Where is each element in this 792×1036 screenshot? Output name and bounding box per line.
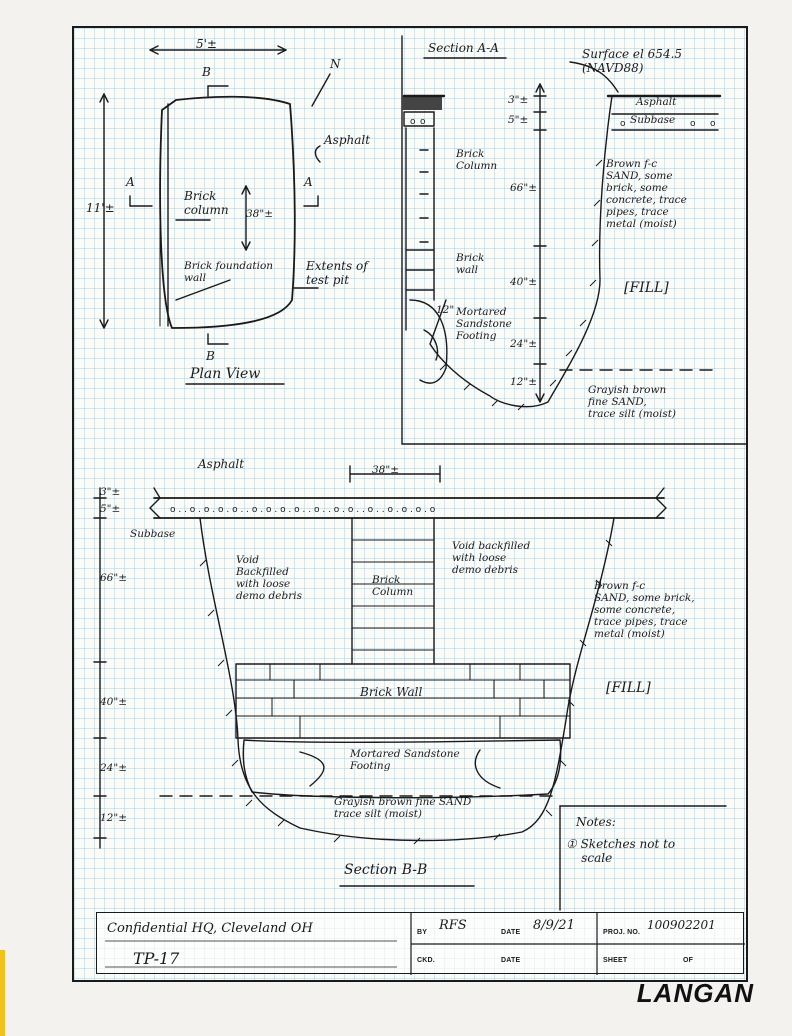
plan-length-dim: 11'± — [86, 201, 115, 215]
bb-brick-wall-label: Brick Wall — [360, 685, 423, 699]
plan-foundation-wall-label: Brick foundation wall — [184, 260, 274, 285]
bb-asphalt-label: Asphalt — [198, 457, 245, 471]
bb-void-left-label: Void Backfilled with loose demo debris — [236, 554, 302, 603]
aa-brick-column-label: Brick Column — [456, 148, 498, 173]
bb-subbase-label: Subbase — [130, 528, 176, 540]
aa-dim-3: 3"± — [508, 94, 529, 106]
bb-dim-12: 12"± — [100, 812, 127, 824]
by-value: RFS — [439, 918, 467, 933]
bb-footing-label: Mortared Sandstone Footing — [350, 748, 460, 773]
section-aa-title: Section A-A — [428, 41, 499, 55]
bb-dim-24: 24"± — [100, 762, 127, 774]
project-name: Confidential HQ, Cleveland OH — [107, 921, 313, 936]
checked-date-label: DATE — [501, 957, 521, 964]
aa-fill-description: Brown f-c SAND, some brick, some concret… — [606, 158, 687, 231]
svg-text:o: o — [710, 119, 716, 129]
bb-dim-5: 5"± — [100, 503, 121, 515]
bb-fill-description: Brown f-c SAND, some brick, some concret… — [594, 580, 695, 641]
section-a-marker-left: A — [126, 175, 135, 189]
svg-text:o: o — [690, 119, 696, 129]
title-block: Confidential HQ, Cleveland OH TP-17 BY R… — [96, 912, 745, 975]
plan-asphalt-label: Asphalt — [324, 133, 371, 147]
section-b-marker-bottom: B — [206, 349, 215, 363]
bb-dim-3: 3"± — [100, 486, 121, 498]
section-bb-title: Section B-B — [344, 862, 428, 878]
notes-title: Notes: — [576, 815, 616, 829]
project-number-value: 100902201 — [647, 918, 716, 932]
plan-view-title: Plan View — [190, 366, 261, 382]
project-number-label: PROJ. NO. — [603, 929, 641, 936]
aa-fill-tag: [FILL] — [624, 280, 669, 296]
bb-fill-tag: [FILL] — [606, 680, 651, 696]
date-label: DATE — [501, 929, 521, 936]
svg-text:o: o — [410, 117, 416, 127]
plan-width-dim: 5'± — [196, 37, 217, 51]
section-b-marker-top: B — [202, 65, 211, 79]
bb-dim-66: 66"± — [100, 572, 127, 584]
plan-extents-label: Extents of test pit — [306, 259, 368, 287]
aa-footing-dim: 12" — [436, 304, 455, 316]
bb-column-dim: 38"± — [372, 464, 399, 476]
north-arrow-label: N — [330, 57, 341, 71]
svg-text:o: o — [420, 117, 426, 127]
sheet-label: SHEET — [603, 957, 628, 964]
drawing-sheet — [72, 26, 748, 982]
aa-footing-label: Mortared Sandstone Footing — [456, 306, 512, 343]
bb-native-label: Grayish brown fine SAND trace silt (mois… — [334, 796, 472, 821]
by-label: BY — [417, 929, 428, 936]
aa-subbase-label: Subbase — [630, 114, 676, 126]
aa-asphalt-label: Asphalt — [636, 96, 677, 108]
aa-dim-24: 24"± — [510, 338, 537, 350]
plan-brick-column-label: Brick column — [184, 189, 229, 217]
title-block-grid — [105, 913, 745, 975]
checked-label: CKD. — [417, 957, 435, 964]
bb-dim-40: 40"± — [100, 696, 127, 708]
aa-brick-wall-label: Brick wall — [456, 252, 485, 277]
aa-dim-12: 12"± — [510, 376, 537, 388]
test-pit-id: TP-17 — [133, 949, 180, 968]
notes-item-1: ① Sketches not to scale — [566, 837, 676, 865]
aa-dim-66: 66"± — [510, 182, 537, 194]
bb-void-right-label: Void backfilled with loose demo debris — [452, 540, 531, 577]
svg-text:o . . o . o . o . o . . o . o: o . . o . o . o . o . . o . o . o . o . … — [170, 505, 436, 515]
aa-dim-5: 5"± — [508, 114, 529, 126]
bb-brick-column-label: Brick Column — [372, 574, 414, 599]
plan-column-dim: 38"± — [246, 208, 273, 220]
section-a-marker-right: A — [304, 175, 313, 189]
sheet-of-label: OF — [683, 957, 694, 964]
svg-text:o: o — [620, 119, 626, 129]
aa-dim-40: 40"± — [510, 276, 537, 288]
date-value: 8/9/21 — [533, 918, 575, 933]
aa-native-description: Grayish brown fine SAND, trace silt (moi… — [588, 384, 677, 421]
page-edge-tab — [0, 950, 5, 1036]
langan-logo: LANGAN — [636, 978, 754, 1008]
surface-elevation-label: Surface el 654.5 (NAVD88) — [582, 47, 683, 75]
